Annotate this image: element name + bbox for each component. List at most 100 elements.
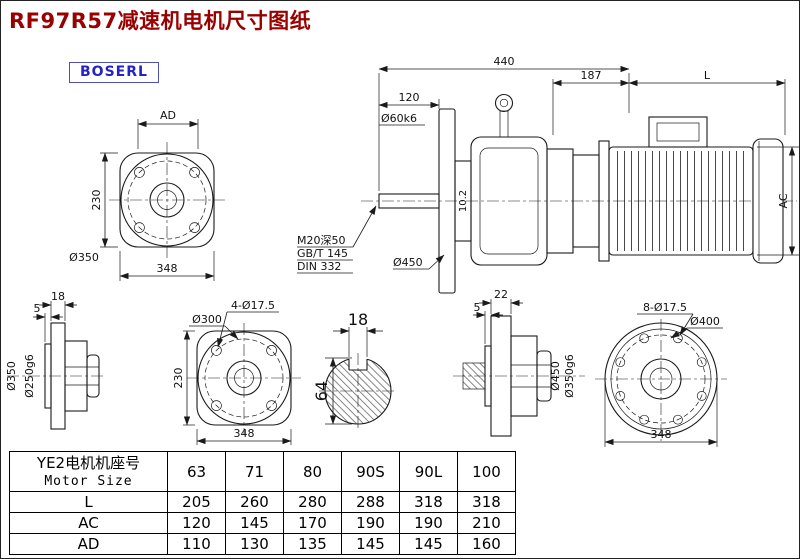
dia-300-label: Ø300 xyxy=(192,313,222,326)
table-cell: 170 xyxy=(283,512,342,534)
table-row-AC: AC 120 145 170 190 190 210 xyxy=(9,512,516,534)
bolt-hole xyxy=(696,357,707,368)
dim-AC-label: AC xyxy=(777,193,790,208)
shaft-height-label: 64 xyxy=(312,381,331,401)
dim-5-label: 5 xyxy=(474,301,481,314)
motor-size-table: YE2电机机座号 Motor Size 63 71 80 90S 90L 100… xyxy=(9,451,516,555)
leader-line xyxy=(352,205,377,248)
lifting-eyebolt-hole xyxy=(499,98,509,108)
bolt-hole xyxy=(211,400,222,411)
row-label-L: L xyxy=(9,491,168,513)
shaft-stub-section xyxy=(462,362,486,390)
bolt-hole xyxy=(134,222,145,233)
view-assembly-side: 440 120 Ø60k6 187 L AC M20深50 GB/T 145 D… xyxy=(297,55,799,294)
bolt-hole xyxy=(189,222,200,233)
view-flange-b5-side: Ø350 Ø250g6 18 5 xyxy=(5,290,103,430)
bolt-hole xyxy=(639,414,650,425)
tap-note-label: M20深50 xyxy=(297,234,346,247)
table-row-AD: AD 110 130 135 145 145 160 xyxy=(9,533,516,555)
dim-230-label: 230 xyxy=(90,190,103,211)
shaft-bore xyxy=(157,190,177,210)
bolt-hole xyxy=(673,414,683,425)
dim-348-label: 348 xyxy=(651,428,672,441)
dia-450-label: Ø450 xyxy=(393,256,423,269)
table-cell: 130 xyxy=(225,533,284,555)
table-cell: 210 xyxy=(457,512,516,534)
row-label-AD: AD xyxy=(9,533,168,555)
dia-400-label: Ø400 xyxy=(690,315,720,328)
eyebolt-stem xyxy=(499,110,509,138)
col-header-80: 80 xyxy=(283,451,342,492)
col-header-100: 100 xyxy=(457,451,516,492)
bolt-hole xyxy=(266,345,277,356)
shaft-bore xyxy=(649,367,673,391)
dim-L-label: L xyxy=(704,69,711,82)
dim-18-label: 18 xyxy=(51,290,65,303)
table-cell: 145 xyxy=(225,512,284,534)
dia-450-label: Ø450 xyxy=(549,361,562,391)
table-cell: 288 xyxy=(341,491,400,513)
fan-cover xyxy=(752,138,784,264)
bolt-hole xyxy=(696,391,707,401)
dim-ad-label: AD xyxy=(160,109,176,122)
dim-348-label: 348 xyxy=(157,262,178,275)
terminal-box xyxy=(648,116,708,148)
flange-od-circle xyxy=(120,153,214,247)
dim-5-label: 5 xyxy=(34,302,41,315)
table-cell: 145 xyxy=(341,533,400,555)
table-cell: 145 xyxy=(399,533,458,555)
bolt-hole xyxy=(134,167,145,178)
table-cell: 135 xyxy=(283,533,342,555)
page-title: RF97R57减速机电机尺寸图纸 xyxy=(9,9,312,33)
table-row-L: L 205 260 280 288 318 318 xyxy=(9,491,516,513)
view-flange-b5-front: 4-Ø17.5 Ø300 230 348 xyxy=(172,299,301,445)
table-cell: 205 xyxy=(167,491,226,513)
bolt-circle xyxy=(127,160,207,240)
dim-348-label: 348 xyxy=(234,427,255,440)
bolt-hole xyxy=(639,333,650,344)
brand-logo: BOSERL xyxy=(69,62,159,83)
keyway-width-label: 18 xyxy=(348,310,368,329)
col-header-90S: 90S xyxy=(341,451,400,492)
dim-10-2-label: 10.2 xyxy=(458,190,469,212)
std-gb-label: GB/T 145 xyxy=(297,247,348,260)
technical-drawing: AD Ø350 230 348 xyxy=(5,55,799,447)
row-label-AC: AC xyxy=(9,512,168,534)
std-din-label: DIN 332 xyxy=(297,260,341,273)
lifting-eyebolt xyxy=(494,93,514,113)
view-output-flange-front: AD Ø350 230 348 xyxy=(69,109,225,281)
hub-circle xyxy=(640,358,682,400)
view-shaft-section: 18 64 xyxy=(312,310,397,429)
table-header-en: Motor Size xyxy=(44,473,133,489)
view-flange-b14-front: 8-Ø17.5 Ø400 348 xyxy=(595,301,727,447)
table-cell: 260 xyxy=(225,491,284,513)
view-flange-b14-side: Ø450 Ø350g6 22 5 xyxy=(453,288,585,437)
dim-187-label: 187 xyxy=(581,69,602,82)
dim-440-label: 440 xyxy=(494,55,515,68)
col-header-90L: 90L xyxy=(399,451,458,492)
leader-line xyxy=(679,313,694,336)
table-cell: 190 xyxy=(341,512,400,534)
dia-350-label: Ø350 xyxy=(69,251,99,264)
holes-label: 4-Ø17.5 xyxy=(231,299,275,312)
table-cell: 120 xyxy=(167,512,226,534)
housing-rear xyxy=(86,354,100,398)
dim-22-label: 22 xyxy=(494,288,508,301)
gear-housing-inner xyxy=(479,147,539,255)
table-cell: 318 xyxy=(457,491,516,513)
table-header-motor-size: YE2电机机座号 Motor Size xyxy=(9,451,168,492)
leader-line xyxy=(224,325,239,340)
flange-outline xyxy=(196,330,292,426)
bolt-hole xyxy=(266,400,277,411)
table-cell: 190 xyxy=(399,512,458,534)
bolt-hole xyxy=(615,391,626,401)
dim-230-label: 230 xyxy=(172,368,185,389)
bolt-hole xyxy=(615,357,626,368)
holes-label: 8-Ø17.5 xyxy=(643,301,687,314)
shaft-bore xyxy=(234,368,254,388)
flange-outline xyxy=(119,152,215,248)
col-header-71: 71 xyxy=(225,451,284,492)
flange-rim-circle xyxy=(610,328,712,430)
bolt-hole xyxy=(211,345,222,356)
housing-rear xyxy=(536,350,552,402)
